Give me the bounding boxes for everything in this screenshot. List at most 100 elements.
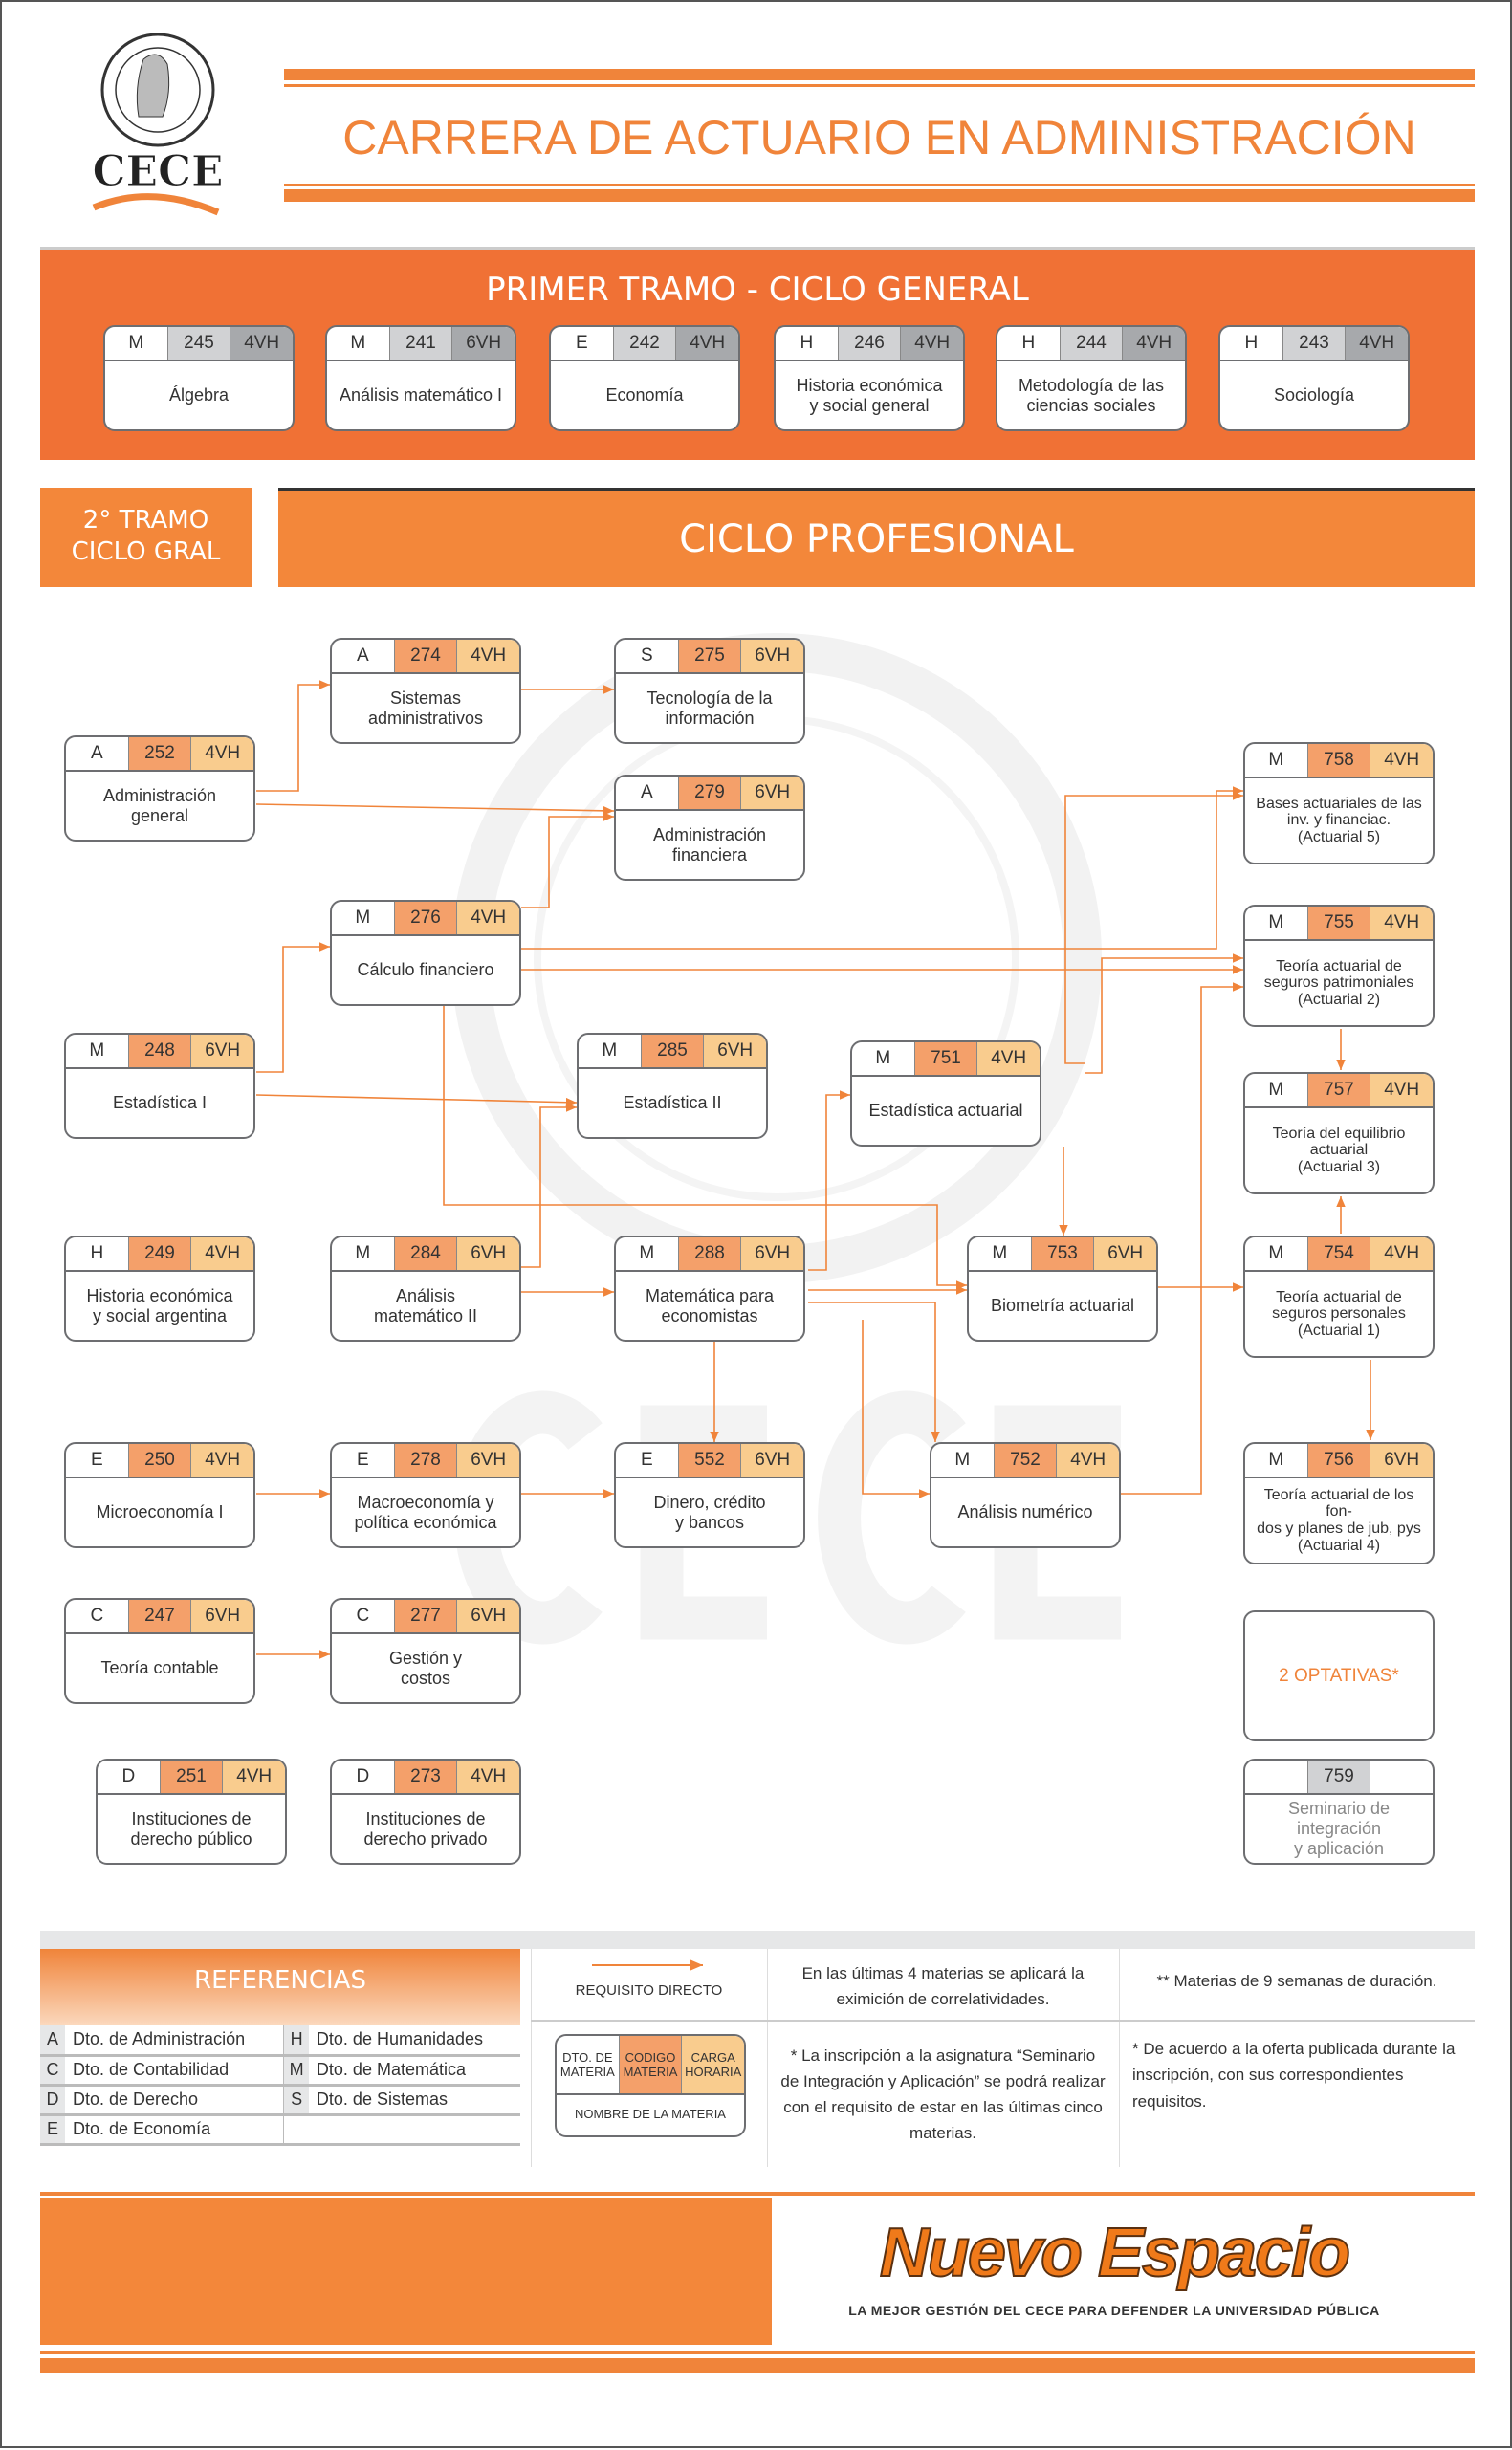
subject-name: Teoría del equilibrio actuarial (Actuari… bbox=[1272, 1125, 1406, 1175]
subject-dept: M bbox=[639, 1243, 655, 1263]
subject-code: 279 bbox=[677, 777, 741, 809]
subject-hours: 4VH bbox=[1056, 1444, 1119, 1477]
footer-block bbox=[40, 2198, 772, 2345]
subject-name: Instituciones de derecho privado bbox=[363, 1808, 488, 1848]
dept-label: Dto. de Matemática bbox=[308, 2055, 520, 2087]
subject-hours: 6VH bbox=[456, 1444, 519, 1477]
subject-code: 250 bbox=[127, 1444, 191, 1477]
subject-dept: M bbox=[128, 333, 144, 353]
subject-dept: M bbox=[1268, 1450, 1284, 1470]
subject-name: Bases actuariales de las inv. y financia… bbox=[1256, 795, 1422, 845]
subject-hours: 4VH bbox=[222, 1761, 285, 1793]
subject-dept: C bbox=[90, 1606, 104, 1626]
divider bbox=[531, 1949, 532, 2167]
divider bbox=[767, 1949, 768, 2167]
page-title: CARRERA DE ACTUARIO EN ADMINISTRACIÓN bbox=[342, 111, 1416, 164]
segundo-tramo-label: 2° TRAMO CICLO GRAL bbox=[40, 488, 252, 587]
subject-hours: 4VH bbox=[1370, 907, 1433, 939]
subject-code: 758 bbox=[1306, 744, 1370, 777]
subject-hours: 4VH bbox=[456, 1761, 519, 1793]
legend-hours: CARGA HORARIA bbox=[681, 2036, 744, 2093]
subject-box-759[interactable]: 759 Seminario de integración y aplicació… bbox=[1243, 1759, 1435, 1865]
subject-code: 275 bbox=[677, 640, 741, 672]
subject-name: Teoría actuarial de seguros personales (… bbox=[1272, 1288, 1406, 1339]
subject-hours: 6VH bbox=[740, 777, 803, 809]
nuevo-espacio-logo: Nuevo Espacio bbox=[879, 2215, 1351, 2291]
subject-hours: 4VH bbox=[1370, 1074, 1433, 1106]
subject-name: Sociología bbox=[1273, 385, 1355, 405]
subject-name: Matemática para economistas bbox=[645, 1285, 775, 1325]
subject-hours: 6VH bbox=[740, 1237, 803, 1270]
subject-dept: M bbox=[355, 908, 371, 928]
subject-code: 284 bbox=[393, 1237, 457, 1270]
subject-name: Tecnología de la información bbox=[646, 688, 773, 728]
subject-code: 252 bbox=[127, 737, 191, 770]
subject-dept: S bbox=[640, 645, 653, 666]
subject-code: 752 bbox=[993, 1444, 1057, 1477]
subject-dept: M bbox=[1268, 1243, 1284, 1263]
subject-dept: E bbox=[90, 1450, 103, 1470]
dept-label: Dto. de Humanidades bbox=[308, 2025, 520, 2057]
subject-hours: 4VH bbox=[1345, 327, 1408, 360]
subject-dept: M bbox=[89, 1040, 105, 1061]
subject-dept: H bbox=[90, 1243, 104, 1263]
subject-dept: M bbox=[355, 1243, 371, 1263]
subject-name: Macroeconomía y política económica bbox=[354, 1492, 497, 1532]
header-rule bbox=[284, 184, 1475, 186]
subject-name: Economía bbox=[605, 385, 684, 405]
empty-cell bbox=[283, 2114, 309, 2146]
subject-hours: 6VH bbox=[451, 327, 515, 360]
subject-name: Análisis matemático I bbox=[339, 385, 503, 405]
subject-dept: A bbox=[356, 645, 369, 666]
subject-code: 552 bbox=[677, 1444, 741, 1477]
subject-dept: M bbox=[350, 333, 366, 353]
note-eximicion: En las últimas 4 materias se aplicará la… bbox=[801, 1963, 1085, 2008]
dept-key: S bbox=[283, 2085, 309, 2116]
cece-logo: CECE bbox=[77, 21, 239, 222]
subject-name: Teoría actuarial de seguros patrimoniale… bbox=[1263, 957, 1414, 1008]
subject-code: 278 bbox=[393, 1444, 457, 1477]
header-rule bbox=[284, 189, 1475, 202]
optativas-box[interactable]: 2 OPTATIVAS* bbox=[1243, 1610, 1435, 1741]
subject-name: Análisis numérico bbox=[957, 1502, 1093, 1522]
subject-code: 243 bbox=[1282, 327, 1346, 360]
subject-code: 755 bbox=[1306, 907, 1370, 939]
dept-key: C bbox=[40, 2055, 65, 2087]
subject-hours: 6VH bbox=[1093, 1237, 1156, 1270]
subject-hours: 4VH bbox=[190, 1237, 253, 1270]
subject-hours: 4VH bbox=[190, 737, 253, 770]
ciclo-profesional-title: CICLO PROFESIONAL bbox=[278, 488, 1475, 587]
